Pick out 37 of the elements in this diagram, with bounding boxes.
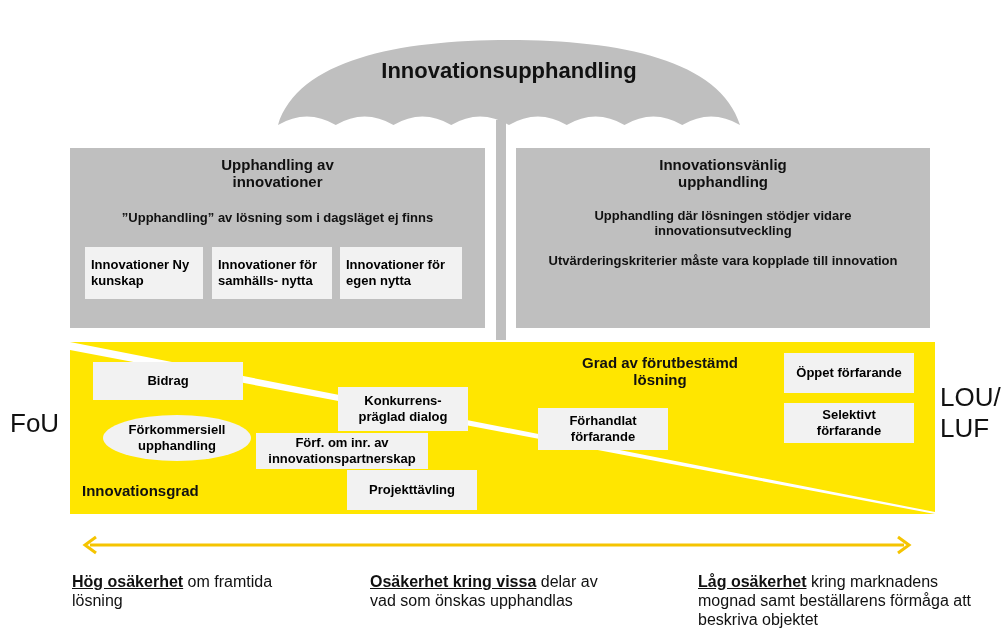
procedure-label: Förkommersiell upphandling <box>127 421 227 455</box>
procedure-box <box>256 433 428 469</box>
procedure-box <box>784 353 914 393</box>
panel-description: Upphandling där lösningen stödjer vidare innovationsutveckling <box>593 208 853 238</box>
procedure-label: Förf. om inr. av innovationspartnerskap <box>267 434 417 468</box>
axis-label: Innovationsgrad <box>82 482 200 499</box>
axis-label: Grad av förutbestämd lösning <box>581 354 739 388</box>
procedure-label: Innovationer för samhälls- nytta <box>218 256 318 290</box>
category-panel <box>70 148 485 328</box>
procedure-box <box>784 403 914 443</box>
panel-heading: Upphandling av innovationer <box>220 156 335 190</box>
procedure-label: Förhandlat förfarande <box>568 412 638 446</box>
procedure-box <box>93 362 243 400</box>
procedure-label: Bidrag <box>147 372 189 390</box>
uncertainty-note: Låg osäkerhet kring marknadens mognad samt beställarens förmåga att beskriva objektet <box>698 572 973 630</box>
procedure-box <box>338 387 468 431</box>
procedure-label: Innovationer för egen nytta <box>346 256 446 290</box>
category-box <box>340 247 462 299</box>
panel-description: ”Upphandling” av lösning som i dagsläget ej finns <box>120 210 435 225</box>
procedure-label: Selektivt förfarande <box>815 406 883 440</box>
uncertainty-note: Hög osäkerhet om framtida lösning <box>72 572 274 611</box>
panel-heading: Innovationsvänlig upphandling <box>658 156 788 190</box>
panel-description: Utvärderingskriterier måste vara kopplade till innovation <box>547 253 899 268</box>
procedure-box <box>347 470 477 510</box>
procedure-band <box>70 342 935 514</box>
procedure-label: Öppet förfarande <box>796 364 902 382</box>
scale-end-label: FoU <box>10 408 61 440</box>
procedure-box <box>538 408 668 450</box>
category-box <box>85 247 203 299</box>
uncertainty-note: Osäkerhet kring vissa delar av vad som önskas upphandlas <box>370 572 599 611</box>
category-box <box>212 247 332 299</box>
procedure-label: Konkurrens- präglad dialog <box>357 392 449 426</box>
scale-end-label: LOU/ LUF <box>940 382 1002 445</box>
procedure-label: Innovationer Ny kunskap <box>91 256 191 290</box>
category-panel <box>516 148 930 328</box>
umbrella-title: Innovationsupphandling <box>380 58 638 84</box>
procedure-label: Projekttävling <box>369 481 455 499</box>
